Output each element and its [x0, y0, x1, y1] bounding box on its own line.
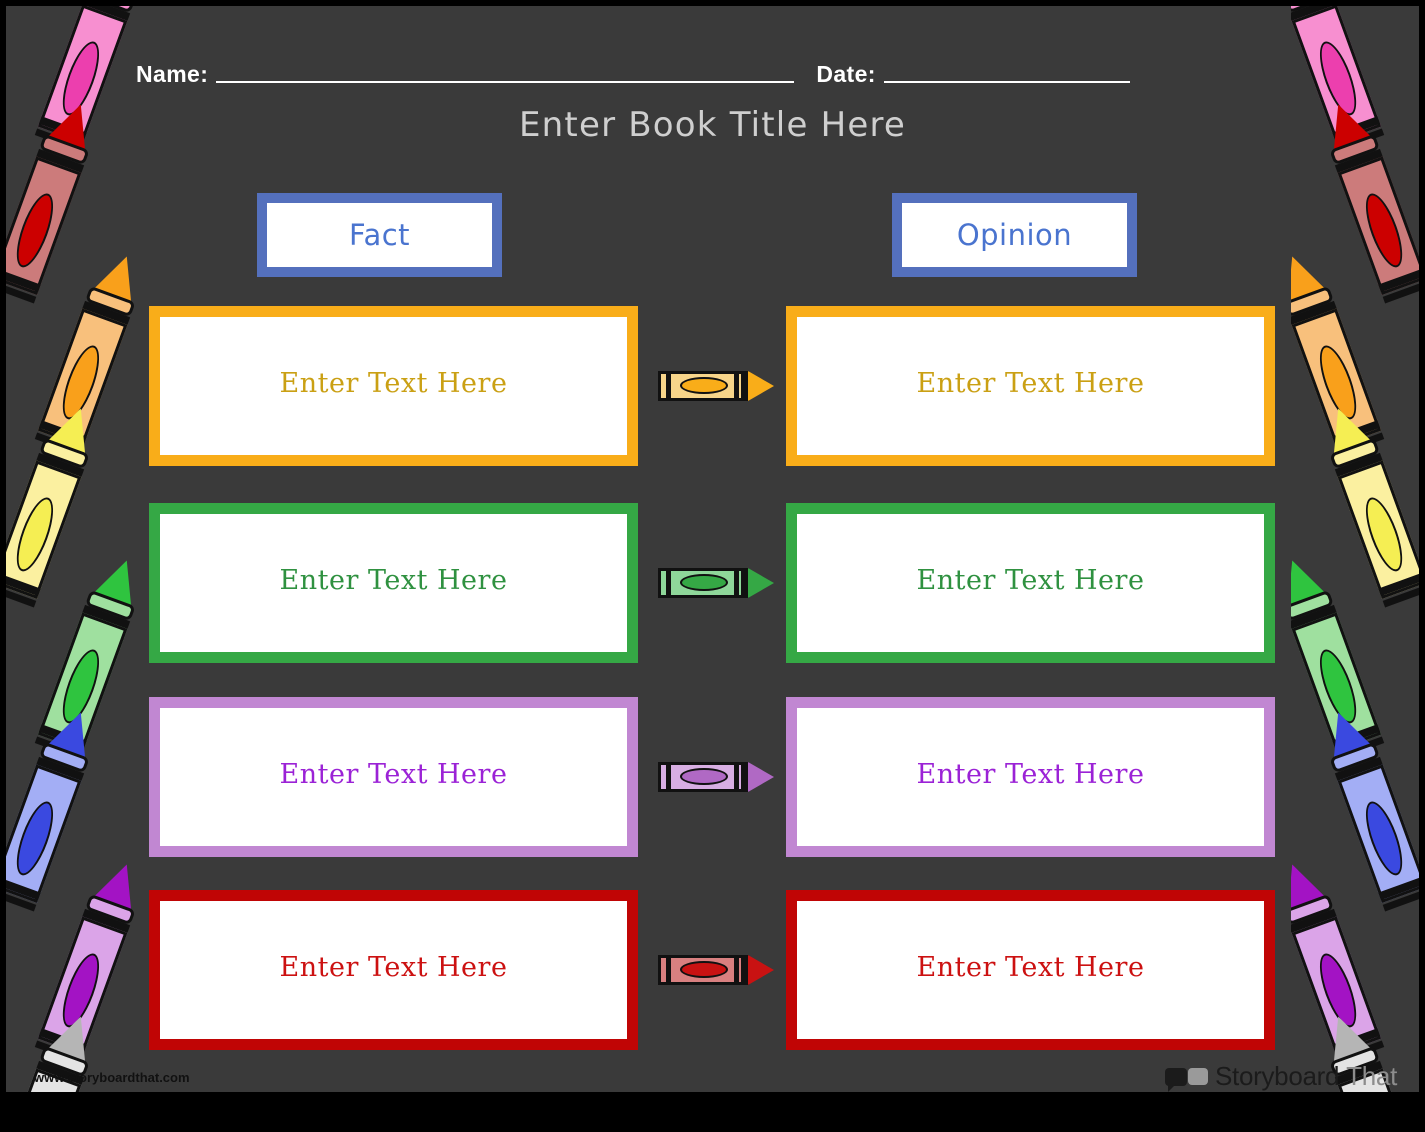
fact-entry-box[interactable]: Enter Text Here: [149, 306, 638, 466]
date-label: Date:: [816, 61, 876, 87]
opinion-entry-text: Enter Text Here: [916, 367, 1145, 399]
fact-entry-box[interactable]: Enter Text Here: [149, 697, 638, 857]
crayon-arrow-icon: [658, 947, 776, 993]
opinion-entry-text: Enter Text Here: [916, 951, 1145, 983]
date-input-line[interactable]: [883, 81, 1130, 83]
crayon-border-right: [1291, 6, 1419, 1092]
crayon-border-left: [6, 6, 134, 1092]
crayon-arrow-icon: [658, 363, 776, 409]
name-input-line[interactable]: [216, 81, 795, 83]
fact-entry-text: Enter Text Here: [279, 758, 508, 790]
column-header-fact-label: Fact: [348, 218, 411, 252]
footer-url[interactable]: www.storyboardthat.com: [34, 1070, 190, 1085]
fact-entry-text: Enter Text Here: [279, 367, 508, 399]
name-date-row: Name: Date:: [136, 46, 1286, 86]
brand-name-secondary: That: [1346, 1061, 1397, 1091]
book-title[interactable]: Enter Book Title Here: [519, 105, 906, 145]
name-label: Name:: [136, 61, 209, 87]
column-header-opinion-label: Opinion: [956, 218, 1073, 252]
crayon-arrow-icon: [658, 754, 776, 800]
storyboardthat-logo[interactable]: Storyboard That: [1164, 1061, 1397, 1092]
crayon-arrow-icon: [658, 560, 776, 606]
fact-entry-box[interactable]: Enter Text Here: [149, 890, 638, 1050]
opinion-entry-text: Enter Text Here: [916, 758, 1145, 790]
opinion-entry-text: Enter Text Here: [916, 564, 1145, 596]
speech-bubble-icon: [1164, 1067, 1187, 1092]
fact-entry-box[interactable]: Enter Text Here: [149, 503, 638, 663]
speech-bubble-secondary-icon: [1187, 1068, 1208, 1085]
opinion-entry-box[interactable]: Enter Text Here: [786, 697, 1275, 857]
opinion-entry-box[interactable]: Enter Text Here: [786, 503, 1275, 663]
fact-entry-text: Enter Text Here: [279, 564, 508, 596]
worksheet-page: Name: Date: Enter Book Title Here Fact O…: [6, 6, 1419, 1092]
opinion-entry-box[interactable]: Enter Text Here: [786, 306, 1275, 466]
fact-entry-text: Enter Text Here: [279, 951, 508, 983]
column-header-fact[interactable]: Fact: [258, 194, 501, 276]
column-header-opinion[interactable]: Opinion: [893, 194, 1136, 276]
brand-name-primary: Storyboard: [1214, 1061, 1340, 1091]
opinion-entry-box[interactable]: Enter Text Here: [786, 890, 1275, 1050]
